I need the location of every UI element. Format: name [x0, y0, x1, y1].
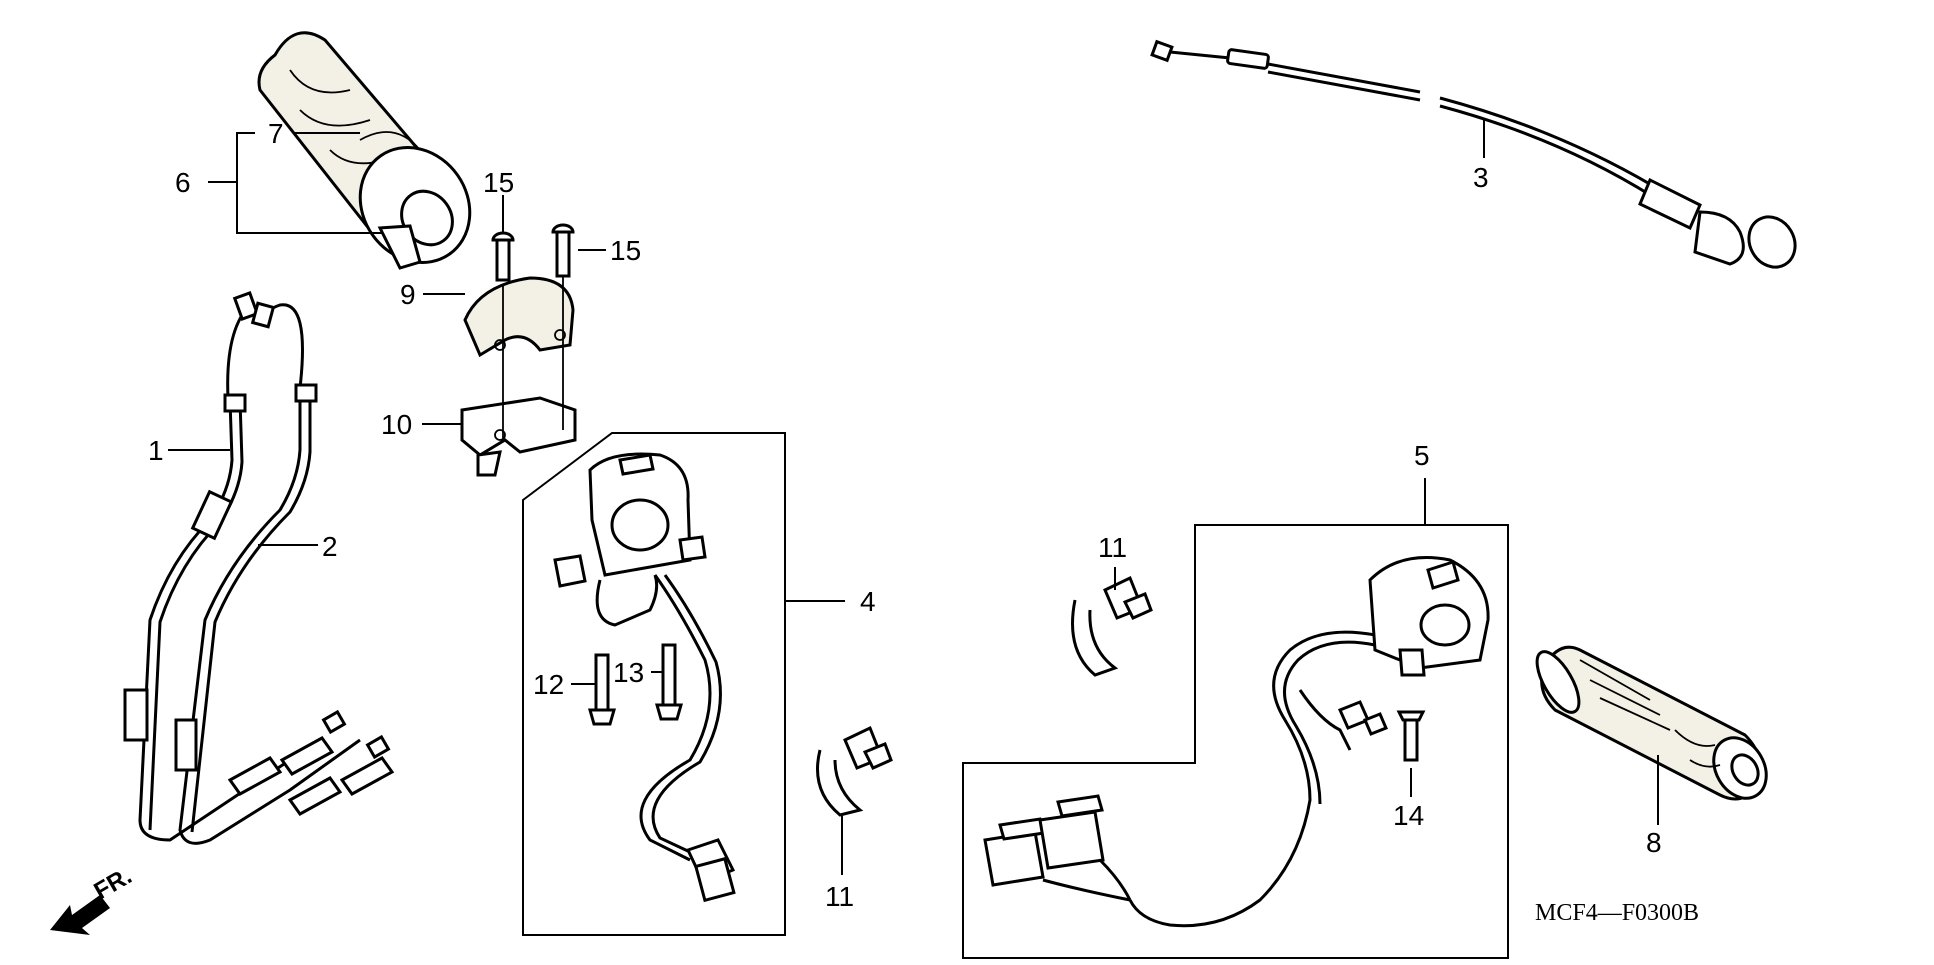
callout-6: 6: [175, 167, 191, 198]
callout-8: 8: [1646, 827, 1662, 858]
screw-15-right: [551, 223, 575, 278]
throttle-housing-lower: [460, 396, 577, 477]
callout-11-lower: 11: [825, 881, 854, 912]
callout-13: 13: [613, 657, 644, 688]
callout-1: 1: [148, 435, 164, 466]
throttle-housing-upper: [463, 276, 575, 358]
choke-cable-part: [1150, 39, 1797, 269]
callout-12: 12: [533, 669, 564, 700]
callout-7: 7: [268, 118, 284, 149]
throttle-cables-part: [123, 291, 395, 845]
callout-11-upper: 11: [1098, 532, 1127, 563]
callout-14: 14: [1393, 800, 1424, 831]
front-direction-arrow-icon: [50, 895, 110, 935]
diagram-code: MCF4—F0300B: [1535, 900, 1699, 926]
callout-3: 3: [1473, 162, 1489, 193]
leader-lines: [168, 118, 1659, 875]
left-handlebar-switch-part: [553, 452, 736, 903]
screw-15-left: [491, 231, 515, 282]
callout-9: 9: [400, 279, 416, 310]
throttle-grip-part: [257, 31, 472, 270]
callout-15-right: 15: [610, 235, 641, 266]
screw-14: [1396, 710, 1426, 762]
part-4-group-outline: [522, 432, 786, 936]
screw-13: [655, 643, 683, 721]
handlebar-grip-part: [1535, 645, 1768, 801]
callout-labels: 1 2 3 4 5 6 7 8 9 10 11 11 12 13 14 15 1…: [148, 118, 1662, 912]
callout-15-left: 15: [483, 167, 514, 198]
wire-band-11-lower: [816, 725, 893, 817]
callout-4: 4: [860, 586, 876, 617]
callout-2: 2: [322, 531, 338, 562]
wire-band-11-upper: [1071, 575, 1153, 677]
callout-10: 10: [381, 409, 412, 440]
callout-5: 5: [1414, 440, 1430, 471]
part-5-group-outline: [962, 524, 1509, 959]
right-handlebar-switch-part: [983, 556, 1490, 928]
screw-12: [588, 653, 616, 726]
